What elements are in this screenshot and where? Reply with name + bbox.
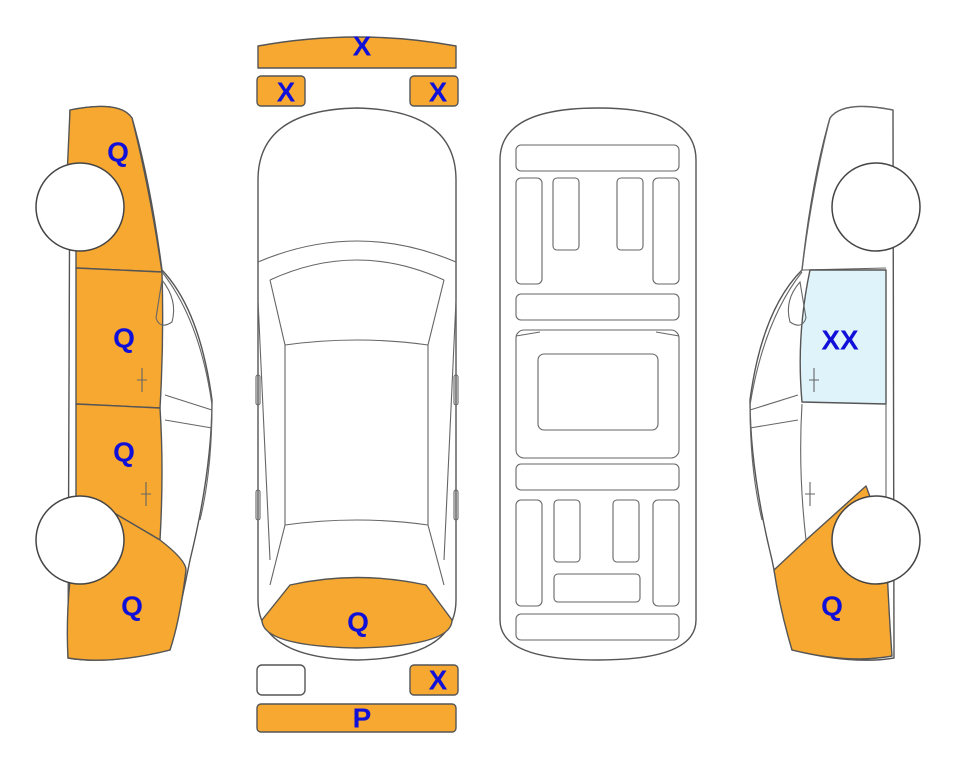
right-side-view: XX Q	[749, 105, 921, 661]
left-rear-door-code: Q	[113, 437, 135, 468]
front-right-light-panel[interactable]	[409, 75, 459, 107]
top-view: X X X Q X P	[255, 31, 459, 734]
rear-left-light-panel[interactable]	[256, 664, 306, 696]
front-bumper-panel[interactable]	[257, 36, 457, 69]
underside-view	[499, 107, 697, 661]
rear-right-light-panel[interactable]	[409, 664, 459, 696]
front-bumper-code: X	[353, 31, 372, 62]
front-right-light-code: X	[429, 77, 448, 108]
right-rear-quarter-code: Q	[821, 591, 843, 622]
right-front-door-panel[interactable]	[799, 269, 887, 405]
rear-bumper-code: P	[353, 703, 372, 734]
left-front-fender-code: Q	[107, 137, 129, 168]
right-front-wheel	[831, 162, 921, 252]
left-rear-quarter-code: Q	[121, 591, 143, 622]
front-left-light-panel[interactable]	[256, 75, 306, 107]
left-side-view: Q Q Q Q	[35, 105, 213, 661]
rear-right-light-code: X	[429, 665, 448, 696]
left-front-wheel	[35, 162, 125, 252]
trunk-lid-code: Q	[347, 607, 369, 638]
rear-bumper-panel[interactable]	[256, 703, 457, 733]
left-front-door-code: Q	[113, 323, 135, 354]
right-front-door-code: XX	[821, 325, 859, 356]
left-rear-wheel	[35, 495, 125, 585]
trunk-lid-panel[interactable]	[261, 576, 453, 649]
right-rear-wheel	[831, 495, 921, 585]
front-left-light-code: X	[277, 77, 296, 108]
